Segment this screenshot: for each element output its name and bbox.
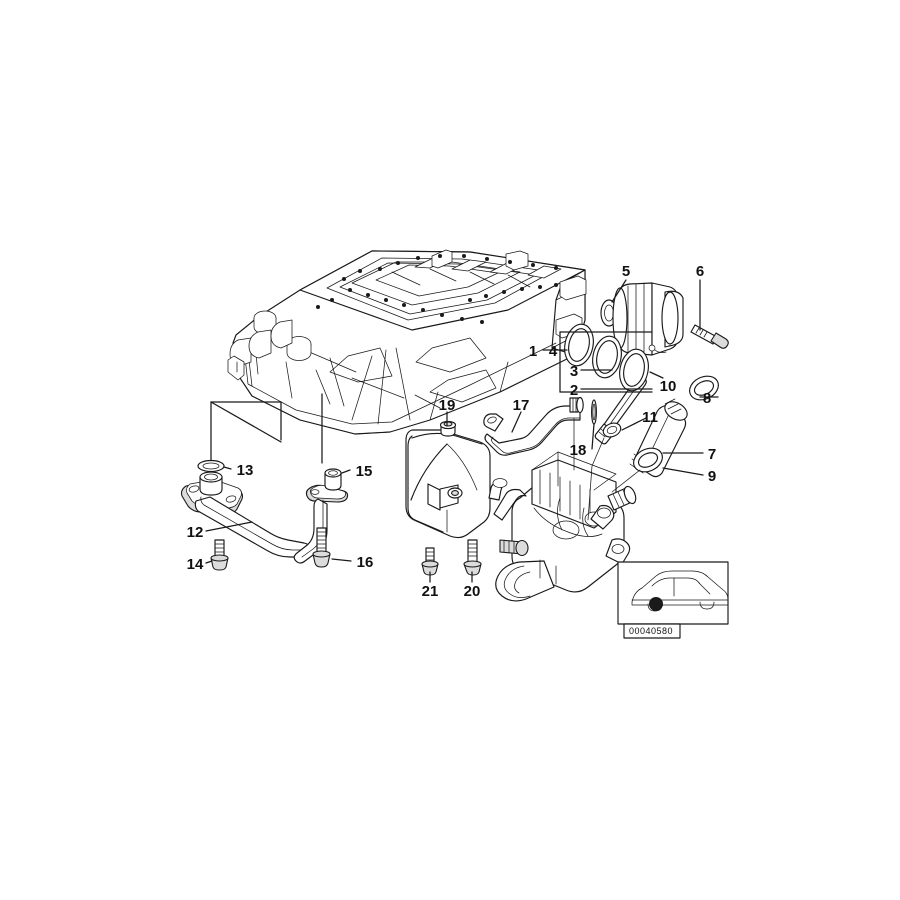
callout-label-6: 6 (696, 263, 704, 280)
part-21-bolt (421, 547, 439, 576)
part-11-sealing-ring (602, 422, 622, 438)
part-9-o-ring (633, 447, 663, 473)
callout-label-13: 13 (237, 462, 254, 479)
callout-leader-lines (205, 279, 719, 583)
callout-label-10: 10 (660, 378, 677, 395)
block-to-suction-bracket-leaders (210, 393, 323, 464)
part-8-o-ring (689, 375, 719, 401)
vehicle-location-inset: 00040580 (617, 561, 729, 639)
callout-label-15: 15 (356, 463, 373, 480)
part-12-oil-suction-pipe (180, 471, 312, 558)
callout-label-2: 2 (570, 382, 578, 399)
callout-label-21: 21 (422, 583, 439, 600)
callout-label-4: 4 (549, 343, 558, 360)
callout-label-14: 14 (187, 556, 204, 573)
callout-label-20: 20 (464, 583, 481, 600)
part-20-bolt (463, 539, 482, 576)
callout-label-11: 11 (642, 409, 658, 426)
callout-label-17: 17 (513, 397, 530, 414)
callout-labels: 1 2 3 4 5 6 7 8 9 10 11 12 13 14 15 16 1… (187, 263, 717, 600)
part-13-sealing-ring (197, 459, 225, 473)
callout-label-1: 1 (529, 343, 537, 360)
inset-id-code: 00040580 (629, 626, 673, 636)
callout-label-9: 9 (708, 468, 716, 485)
callout-label-19: 19 (439, 397, 456, 414)
callout-label-8: 8 (703, 390, 711, 407)
callout-label-16: 16 (357, 554, 374, 571)
part-18-gasket (591, 399, 597, 425)
part-16-bolt (312, 527, 331, 568)
oil-pump-drive-barrel (612, 282, 684, 358)
part-2-gasket-ring (619, 348, 649, 392)
part-15-oil-return-pipe (293, 468, 349, 564)
part-3-gasket-ring (592, 335, 622, 379)
callout-label-7: 7 (708, 446, 716, 463)
callout-label-5: 5 (622, 263, 630, 280)
callout-label-12: 12 (187, 524, 204, 541)
callout-label-18: 18 (570, 442, 587, 459)
gasket-group-bracket (542, 331, 653, 393)
part-4-gasket-ring (564, 323, 594, 367)
part-19-oil-baffle (405, 420, 491, 539)
part-6-bolt (690, 324, 729, 349)
oil-pump-assembly (488, 417, 641, 602)
part-14-bolt (210, 539, 229, 571)
part-17-oil-delivery-pipe (483, 396, 584, 456)
callout-label-3: 3 (570, 363, 578, 380)
